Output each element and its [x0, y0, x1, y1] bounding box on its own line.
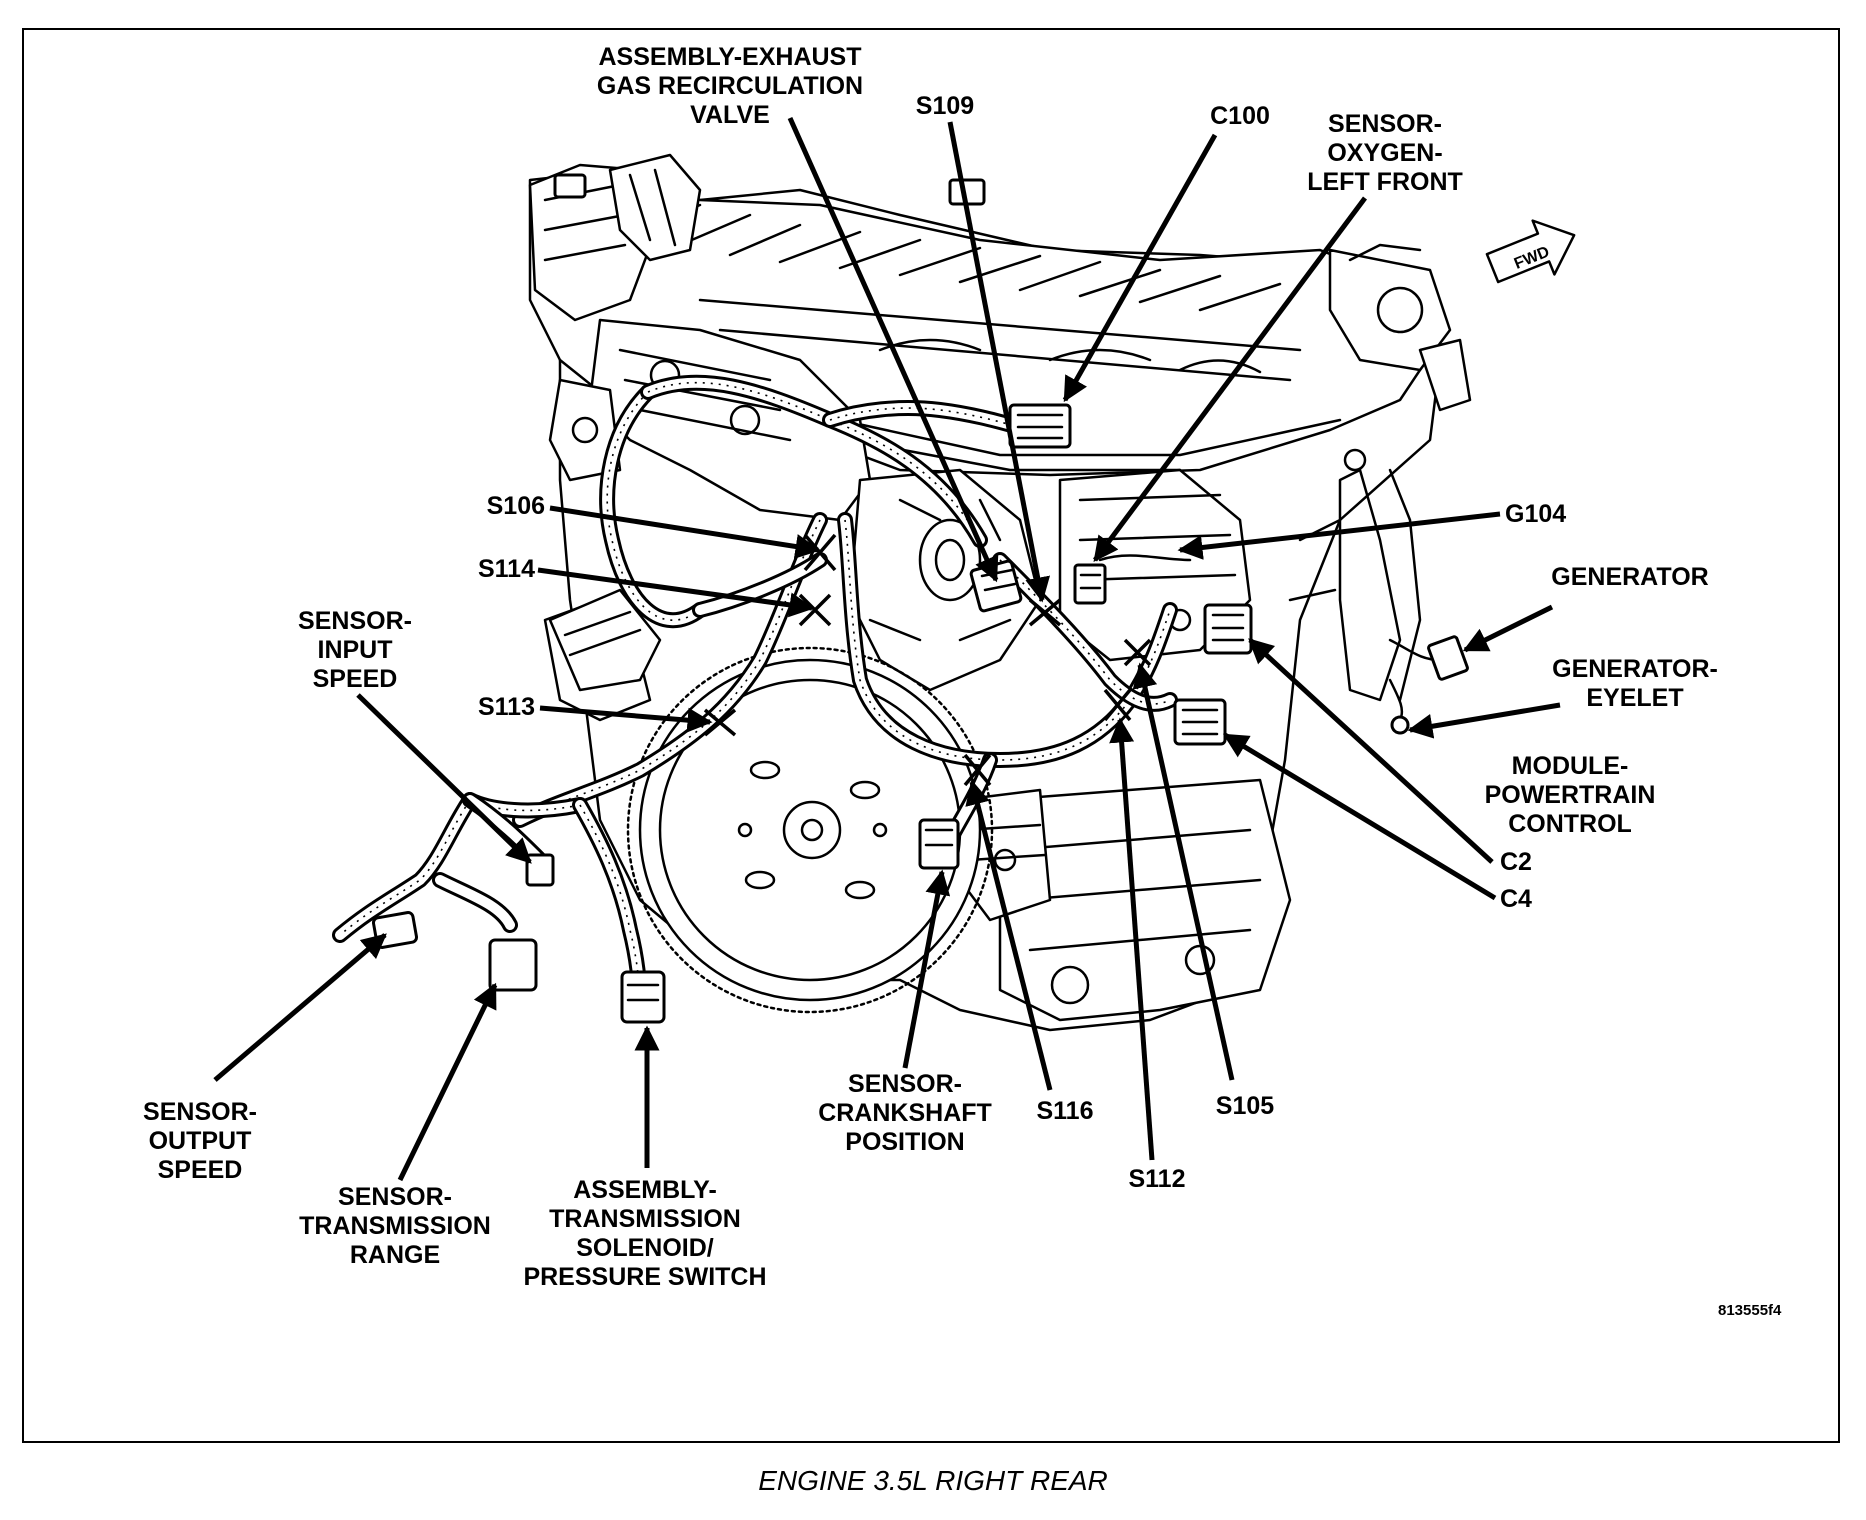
- label-transmission-solenoid: ASSEMBLY- TRANSMISSION SOLENOID/ PRESSUR…: [523, 1176, 767, 1291]
- figure-caption: ENGINE 3.5L RIGHT REAR: [758, 1465, 1108, 1496]
- figure-frame: [22, 28, 1840, 1443]
- flexplate: [626, 646, 994, 1014]
- label-powertrain-control-module: MODULE- POWERTRAIN CONTROL: [1484, 752, 1656, 838]
- leader-lines: [213, 116, 1561, 1182]
- label-c4: C4: [1500, 885, 1532, 913]
- label-c2: C2: [1500, 848, 1532, 876]
- label-output-speed-sensor: SENSOR- OUTPUT SPEED: [143, 1098, 257, 1184]
- label-crankshaft-position-sensor: SENSOR- CRANKSHAFT POSITION: [818, 1070, 992, 1156]
- label-s106: S106: [486, 492, 545, 520]
- label-s109: S109: [915, 92, 975, 120]
- label-g104: G104: [1505, 500, 1567, 528]
- label-oxygen-sensor: SENSOR- OXYGEN- LEFT FRONT: [1307, 110, 1463, 196]
- label-s113: S113: [477, 693, 535, 721]
- cylinder-head: [548, 318, 872, 522]
- exhaust-area: [848, 468, 1252, 692]
- fwd-arrow-icon: [1485, 219, 1576, 284]
- label-s112: S112: [1128, 1165, 1186, 1193]
- label-transmission-range-sensor: SENSOR- TRANSMISSION RANGE: [299, 1183, 491, 1269]
- label-s105: S105: [1215, 1092, 1275, 1120]
- label-input-speed-sensor: SENSOR- INPUT SPEED: [298, 607, 412, 693]
- label-s116: S116: [1036, 1097, 1094, 1125]
- label-c100: C100: [1210, 102, 1270, 130]
- label-generator: GENERATOR: [1551, 563, 1709, 591]
- label-generator-eyelet: GENERATOR- EYELET: [1552, 655, 1718, 712]
- label-egr-valve: ASSEMBLY-EXHAUST GAS RECIRCULATION VALVE: [596, 43, 864, 129]
- bellhousing: [543, 588, 662, 722]
- label-s114: S114: [477, 555, 535, 583]
- figure-reference: 813555f4: [1718, 1302, 1782, 1319]
- generator-bracket: [1288, 338, 1472, 702]
